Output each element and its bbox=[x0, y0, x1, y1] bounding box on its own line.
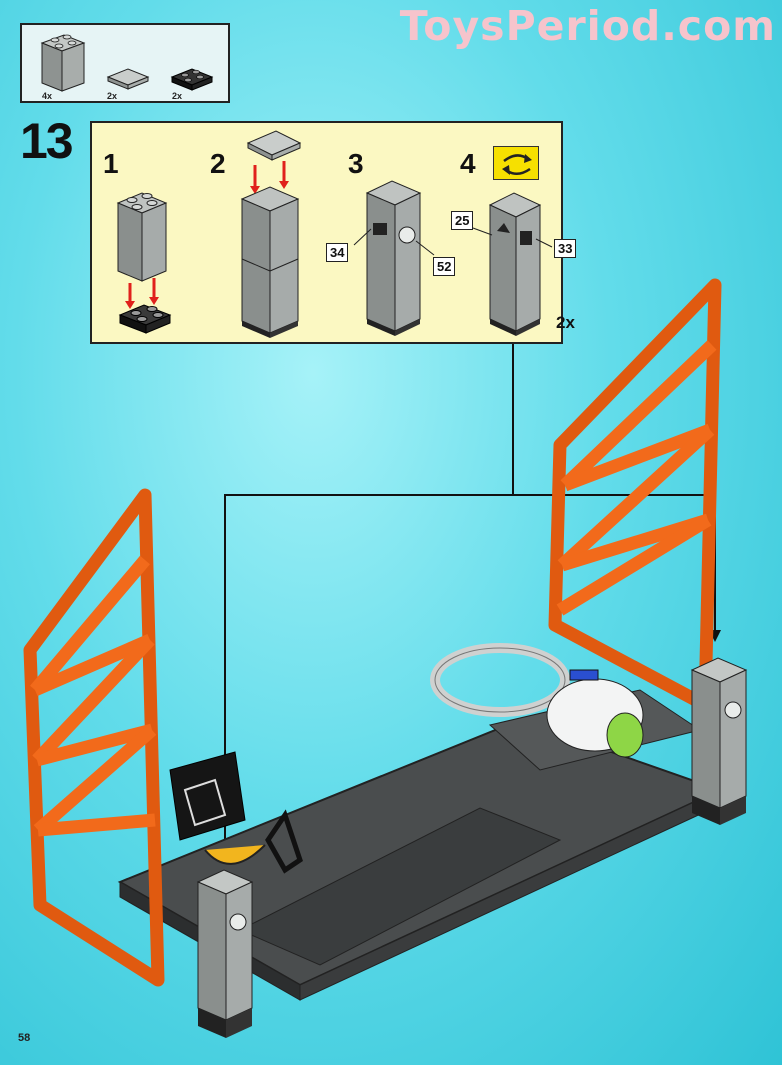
arrow-head-icon bbox=[219, 850, 231, 862]
part-qty: 2x bbox=[107, 91, 118, 101]
substep-label: 1 bbox=[103, 148, 119, 179]
parts-illustrations bbox=[40, 34, 214, 92]
rotate-model-icon bbox=[493, 146, 539, 180]
baseplate bbox=[117, 689, 723, 1001]
sticker-callout: 34 bbox=[326, 243, 349, 262]
tall-brick-icon bbox=[240, 186, 300, 338]
sticker-callout: 52 bbox=[433, 257, 456, 276]
part-qty: 4x bbox=[42, 91, 53, 101]
arrow-head-icon bbox=[709, 630, 721, 642]
chair-and-handle bbox=[204, 809, 303, 874]
left-pillar bbox=[196, 869, 254, 1038]
sticker-callout: 25 bbox=[451, 211, 474, 230]
brick-2x2x3-icon bbox=[40, 34, 86, 92]
red-arrow-icon bbox=[250, 161, 289, 194]
tile-icon bbox=[246, 130, 302, 161]
decorated-pillar-icon bbox=[365, 180, 422, 336]
substep-illustrations bbox=[116, 130, 553, 338]
substep-label: 3 bbox=[348, 148, 364, 179]
substep-box: 1 2 3 4 bbox=[90, 121, 577, 344]
page-number: 58 bbox=[18, 1032, 31, 1044]
red-arrow-icon bbox=[125, 278, 159, 309]
hose-and-tank bbox=[430, 643, 644, 758]
quantity-multiplier: 2x bbox=[556, 313, 575, 332]
parts-list: 4x 2x 2x bbox=[20, 23, 230, 103]
monitor-screen bbox=[169, 751, 246, 841]
left-frame bbox=[23, 488, 165, 987]
decorated-pillar-icon bbox=[488, 192, 542, 336]
right-frame bbox=[548, 278, 722, 712]
substep-label: 2 bbox=[210, 148, 226, 179]
placement-arrows bbox=[224, 344, 716, 855]
right-pillar bbox=[690, 657, 748, 825]
step-number: 13 bbox=[20, 113, 74, 169]
black-plate-icon bbox=[118, 304, 172, 334]
substep-label: 4 bbox=[460, 148, 476, 179]
plate-2x2-black-icon bbox=[170, 68, 214, 91]
tile-2x2-icon bbox=[106, 68, 150, 90]
part-qty: 2x bbox=[172, 91, 183, 101]
brick-icon bbox=[116, 192, 168, 282]
watermark-text: ToysPeriod.com bbox=[399, 2, 776, 50]
sticker-callout: 33 bbox=[554, 239, 577, 258]
